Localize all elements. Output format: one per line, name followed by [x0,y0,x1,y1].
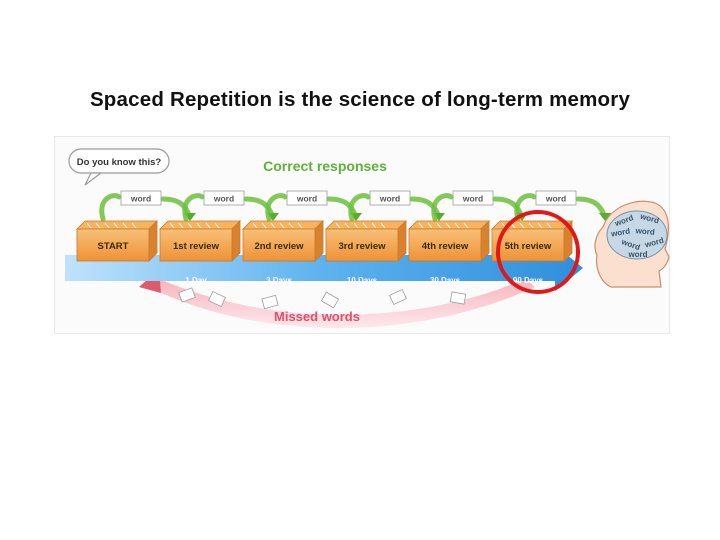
correct-responses-label: Correct responses [263,158,387,174]
missed-words-label: Missed words [274,309,360,324]
review-box-label: 1st review [173,241,220,252]
slide-title: Spaced Repetition is the science of long… [89,88,631,111]
review-box-label: START [98,241,129,252]
word-card-1: word [99,190,196,222]
diagram-canvas: Do you know this? Correct responses word… [65,148,670,329]
word-card-3: word [265,190,362,222]
review-box-2: 1st review 1 Day [159,220,241,285]
review-box-label: 2nd review [254,241,304,252]
review-box-1: START [76,220,158,262]
word-card-label: word [130,194,151,204]
word-card-2: word [182,190,279,222]
interval-label: 30 Days [430,276,461,285]
review-boxes-layer: START 1st review 1 Day 2nd review 3 Days 3rd … [76,220,573,285]
highlight-circle [496,210,580,294]
review-box-5: 4th review 30 Days [408,220,490,285]
interval-label: 90 Days [513,276,544,285]
brain-word: word [634,226,655,237]
speech-bubble-text: Do you know this? [77,157,162,168]
word-card-label: word [379,194,400,204]
interval-label: 10 Days [347,276,378,285]
word-card-label: word [545,194,566,204]
word-card-label: word [462,194,483,204]
interval-label: 1 Day [185,276,207,285]
missed-cards [178,287,467,310]
brain-word: word [627,250,647,259]
review-box-label: 3rd review [339,241,387,252]
review-box-3: 2nd review 3 Days [242,220,324,285]
word-card-6: word [514,190,611,222]
word-card-5: word [431,190,528,222]
brain-word: word [609,226,630,238]
word-card-4: word [348,190,445,222]
word-card-label: word [296,194,317,204]
speech-bubble: Do you know this? [68,148,170,186]
word-card-label: word [213,194,234,204]
review-box-label: 5th review [505,241,552,252]
head-icon [594,200,670,288]
review-box-4: 3rd review 10 Days [325,220,407,285]
review-box-label: 4th review [422,241,469,252]
interval-label: 3 Days [266,276,292,285]
word-cards-layer: word word word word word word [99,190,611,222]
spaced-repetition-diagram: Do you know this? Correct responses word… [54,136,670,334]
missed-arc [145,277,535,329]
